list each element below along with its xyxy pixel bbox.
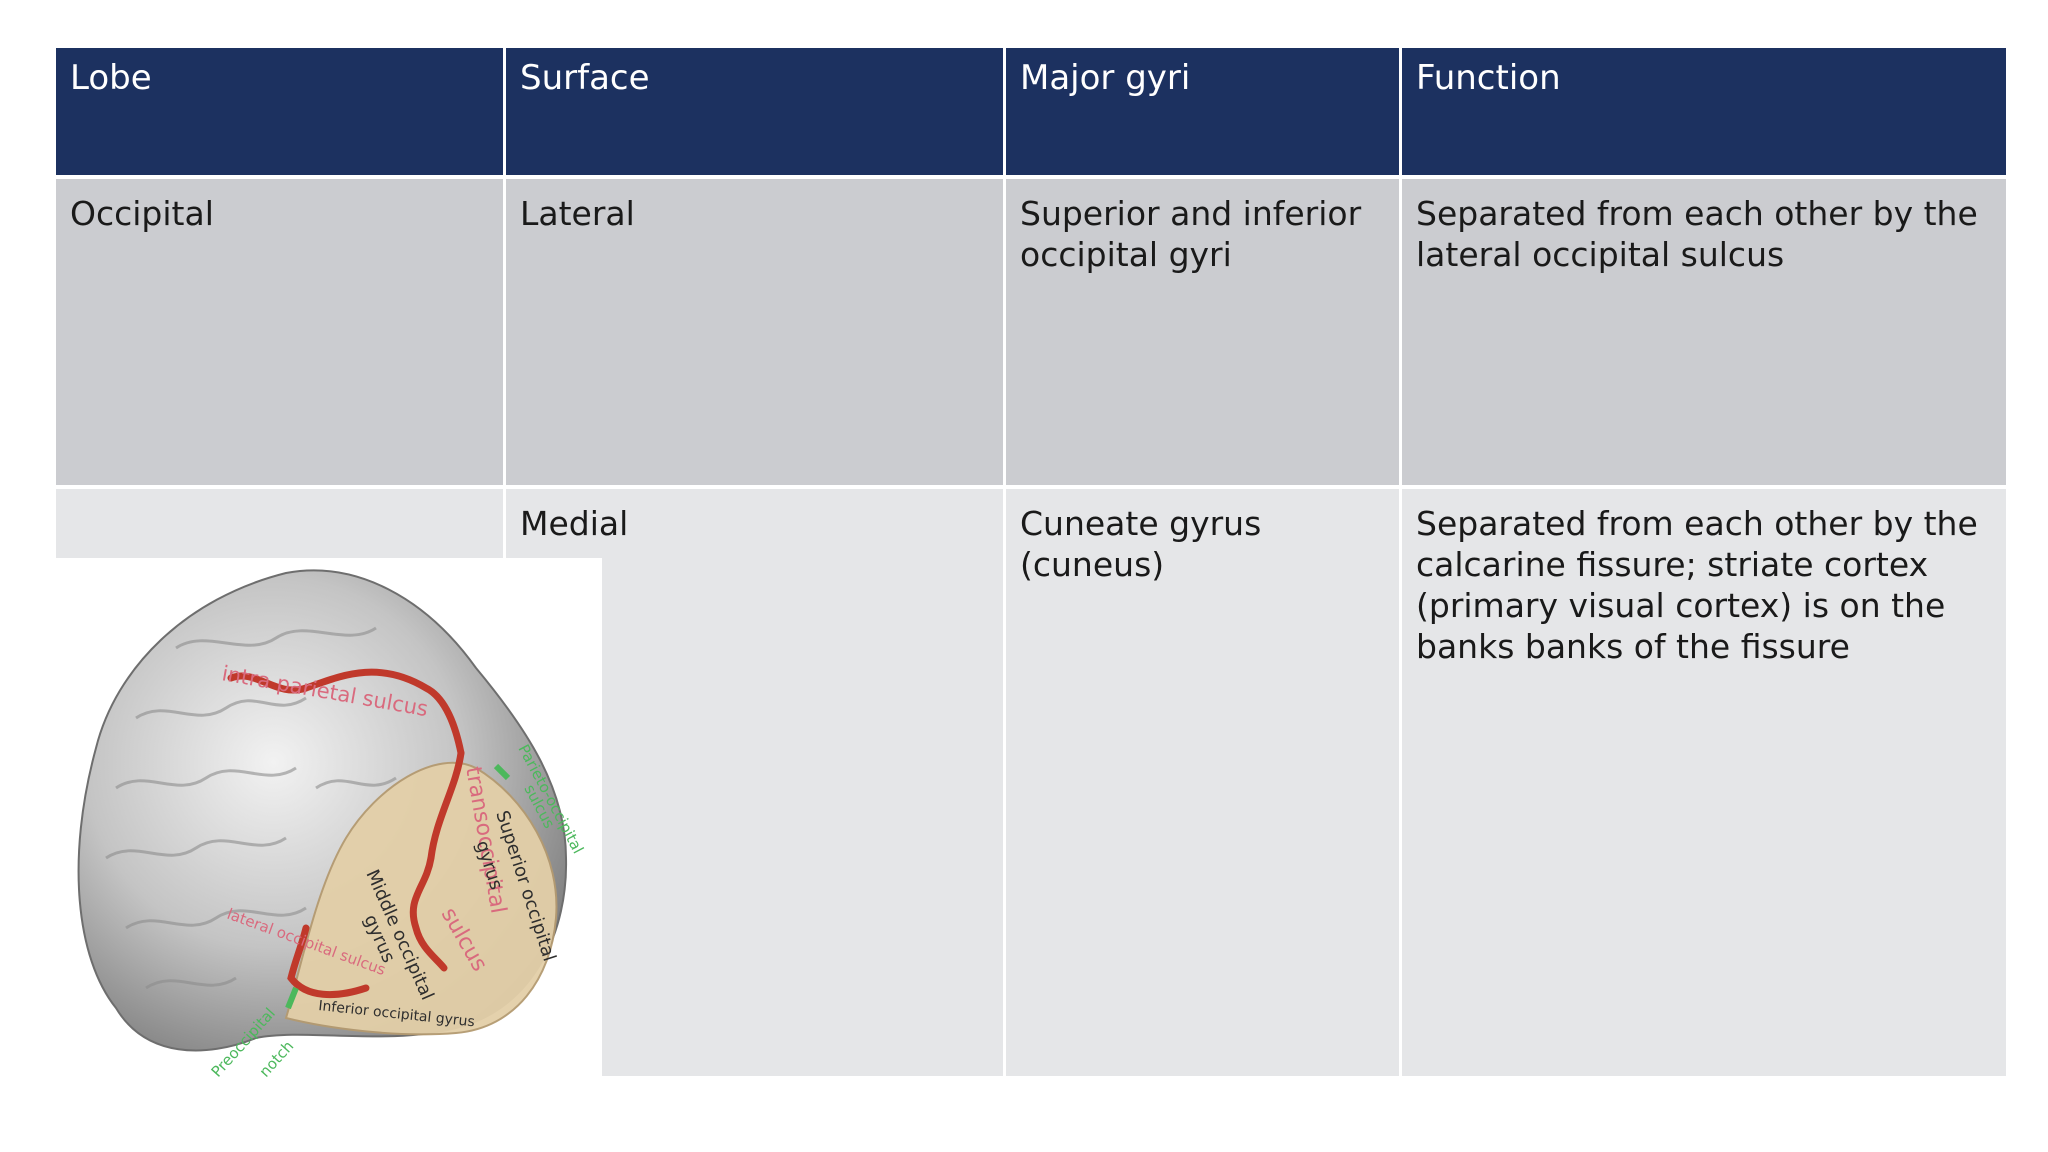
header-major-gyri: Major gyri <box>1006 48 1399 175</box>
brain-figure: intra parietal sulcus transoccipital sul… <box>56 558 602 1082</box>
cell-function-medial: Separated from each other by the calcari… <box>1402 489 2006 1076</box>
header-surface: Surface <box>506 48 1003 175</box>
header-function: Function <box>1402 48 2006 175</box>
parieto-occipital-marker <box>493 763 511 781</box>
cell-gyri-lateral: Superior and inferior occipital gyri <box>1006 179 1399 485</box>
cell-function-lateral: Separated from each other by the lateral… <box>1402 179 2006 485</box>
label-notch: notch <box>256 1037 298 1081</box>
gyri-folds <box>105 626 397 990</box>
header-lobe: Lobe <box>56 48 503 175</box>
cell-surface-lateral: Lateral <box>506 179 1003 485</box>
brain-illustration: intra parietal sulcus transoccipital sul… <box>77 569 587 1081</box>
cell-lobe-occipital: Occipital <box>56 179 503 485</box>
preoccipital-marker <box>285 986 299 1010</box>
cell-gyri-medial: Cuneate gyrus (cuneus) <box>1006 489 1399 1076</box>
sulci-red-lines <box>227 668 465 999</box>
